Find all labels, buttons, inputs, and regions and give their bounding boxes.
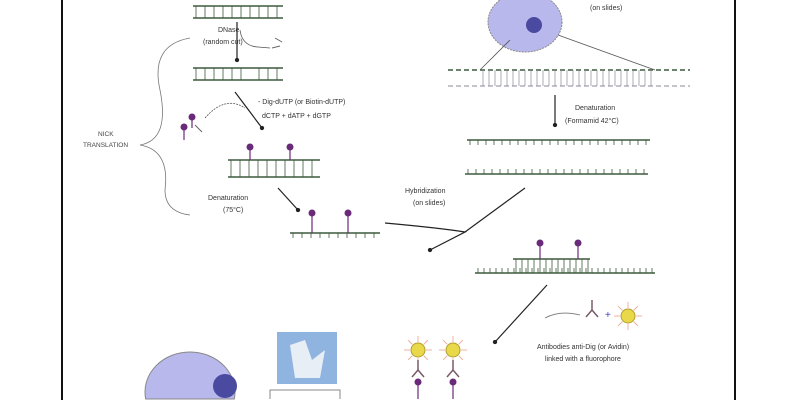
microscope-icon: [290, 340, 325, 378]
bound-fluorophore-ray: [458, 355, 464, 361]
arrow-detection: [492, 284, 548, 345]
bound-fluorophore-ray: [423, 355, 429, 361]
arrow-hybridization: [384, 222, 467, 253]
fluorophore-icon-ray: [633, 305, 639, 311]
free-dig-dutp-label-dot: [188, 113, 196, 121]
label-formamid: (Formamid 42°C): [565, 117, 619, 125]
label-translation: TRANSLATION: [83, 142, 128, 149]
bound-fluorophore-ray: [458, 339, 464, 345]
bound-antibody-arm: [446, 369, 454, 378]
nucleus: [526, 17, 542, 33]
label-75c: (75°C): [223, 206, 243, 214]
probe-label-label-dot: [286, 143, 294, 151]
probe-label-label-dot: [246, 143, 254, 151]
label-nick: NICK: [98, 131, 114, 138]
fragment: [274, 37, 283, 43]
label-dig-dutp: - Dig-dUTP (or Biotin-dUTP): [258, 99, 345, 106]
bound-fluorophore-ray: [423, 339, 429, 345]
fluorophore-icon-ray: [633, 321, 639, 327]
label-nucleotides: dCTP + dATP + dGTP: [262, 113, 331, 120]
label-on-slides: (on slides): [590, 5, 622, 12]
label-random-cut: (random cut): [203, 39, 243, 46]
bound-fluorophore-ray: [442, 339, 448, 345]
fragment: [271, 45, 281, 49]
probe-label-label-dot: [536, 239, 544, 247]
bound-fluorophore-ray: [407, 339, 413, 345]
free-nucleotide: [194, 124, 203, 133]
label-denaturation-75: Denaturation: [208, 195, 248, 202]
label-denaturation-42: Denaturation: [575, 105, 615, 112]
zoom-line: [479, 39, 511, 71]
arrow-nick-translation: [234, 91, 265, 131]
antibody-icon-arm: [591, 309, 599, 318]
bound-fluorophore-ray: [407, 355, 413, 361]
nucleus-result: [213, 374, 237, 398]
probe-label-label-dot: [308, 209, 316, 217]
label-dnase: DNase: [218, 27, 240, 34]
label-hybridization: Hybridization: [405, 188, 446, 195]
probe-label-label-dot: [574, 239, 582, 247]
hybridization-branch: [464, 187, 526, 233]
label-hyb-on-slides: (on slides): [413, 200, 445, 207]
free-dig-dutp-label-dot: [180, 123, 188, 131]
bound-label: [414, 378, 422, 386]
zoom-line: [557, 34, 656, 71]
incorporation-path: [204, 102, 246, 119]
microscope-base: [269, 389, 341, 399]
bound-antibody-arm: [411, 369, 419, 378]
fluorophore-icon-ray: [617, 305, 623, 311]
nick-translation-brace: [139, 37, 191, 216]
bound-antibody-arm: [452, 369, 460, 378]
bound-label: [449, 378, 457, 386]
removed-nucleotides-path: [239, 29, 271, 49]
probe-label-label-dot: [344, 209, 352, 217]
label-antibodies: Antibodies anti-Dig (or Avidin): [537, 344, 629, 351]
bound-fluorophore-ray: [442, 355, 448, 361]
arrow-denature-75: [277, 187, 301, 213]
fluorophore-icon: [620, 308, 636, 324]
bound-antibody-arm: [417, 369, 425, 378]
plus-sign: +: [605, 310, 611, 321]
bound-fluorophore: [445, 342, 461, 358]
cell-on-slide: [487, 0, 563, 53]
label-fluorophore: linked with a fluorophore: [545, 356, 621, 363]
fluorophore-icon-ray: [617, 321, 623, 327]
bound-fluorophore: [410, 342, 426, 358]
antibody-icon-arm: [585, 309, 593, 318]
reagent-path: [544, 312, 581, 319]
